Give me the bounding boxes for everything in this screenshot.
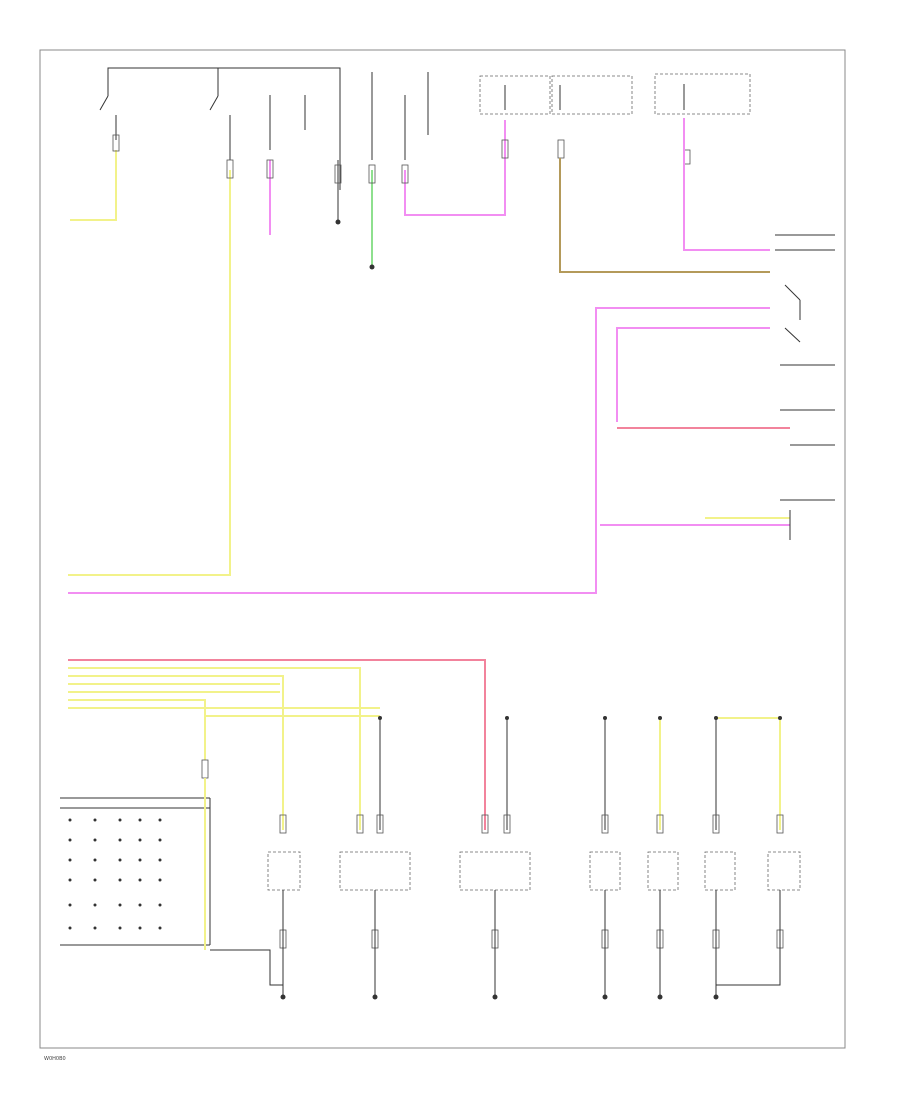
module-top-right	[654, 73, 751, 115]
wire-tan	[559, 158, 770, 273]
wire-yellow-long	[68, 170, 231, 576]
wire-yellow-bus-2	[68, 675, 284, 830]
switch-matrix	[60, 778, 283, 986]
top-switch-group	[99, 67, 429, 190]
right-switch	[775, 234, 835, 343]
wire-pink-module	[404, 120, 506, 216]
module-top-center	[479, 75, 633, 115]
connector-marks-top	[112, 134, 691, 184]
wire-yellow-bus-1	[68, 667, 361, 830]
wire-pink-right	[683, 118, 770, 251]
footer-code: W0H0B0	[44, 1056, 66, 1062]
ground-wires	[280, 890, 781, 1000]
wire-yellow-1	[70, 150, 117, 221]
lamp-boxes	[267, 851, 801, 891]
connector-marks-bottom	[201, 759, 784, 949]
wire-pink-loop	[616, 327, 770, 422]
wire-red-bus	[68, 659, 486, 830]
diagram-frame	[39, 49, 846, 1049]
wire-pink-long	[68, 307, 770, 594]
lamp-columns	[378, 716, 782, 830]
wire-yellow-bus-3	[68, 699, 206, 760]
